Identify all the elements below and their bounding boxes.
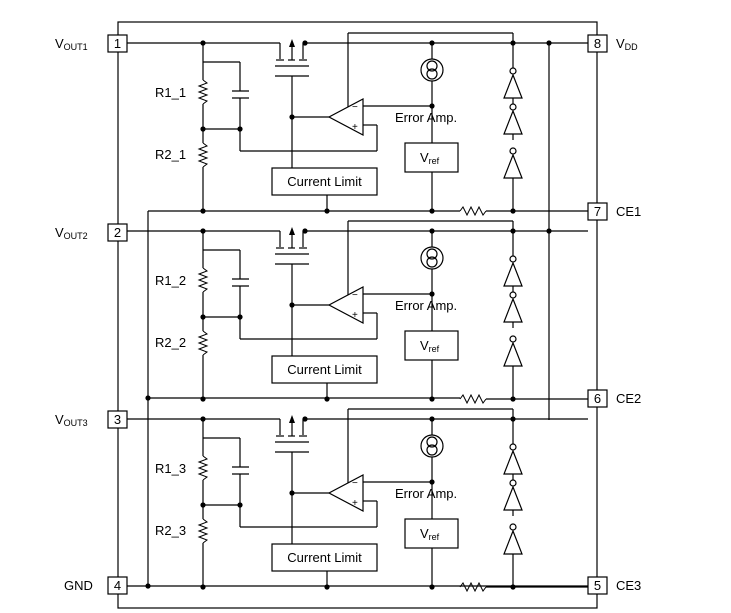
ch1-amp-plus: + [352,122,358,133]
ch2-vref-label: Vref [420,338,440,354]
pin-7-label: CE1 [616,204,641,219]
pin-8-label-main: V [616,36,625,51]
pin-7-number: 7 [594,204,601,219]
ch2-r2-label: R2_2 [155,335,186,350]
pin-5-label: CE3 [616,578,641,593]
pin-6-label: CE2 [616,391,641,406]
pin-1-number: 1 [114,36,121,51]
ch2-amp-minus: − [352,290,358,301]
ch1-vref-label: Vref [420,150,440,166]
pin-3-label: VOUT3 [55,412,88,428]
pin-4-label: GND [64,578,93,593]
ch3-r2-label: R2_3 [155,523,186,538]
pin-2-label: VOUT2 [55,225,88,241]
ch3-error-amp-label: Error Amp. [395,486,457,501]
ch2-current-limit-label: Current Limit [287,362,362,377]
ch1-current-limit-label: Current Limit [287,174,362,189]
pin-3-number: 3 [114,412,121,427]
ch2-error-amp-label: Error Amp. [395,298,457,313]
pin-1-label-main: V [55,36,64,51]
pin-2-box [107,223,128,242]
ch1-error-amp-label: Error Amp. [395,110,457,125]
ch3-r1-label: R1_3 [155,461,186,476]
pin-8-label-sub: DD [625,42,638,52]
ch2-r1-label: R1_2 [155,273,186,288]
pin-3-label-main: V [55,412,64,427]
pin-8-number: 8 [594,36,601,51]
pin-1-label: VOUT1 [55,36,88,52]
pin-4-number: 4 [114,578,121,593]
ch2-amp-plus: + [352,310,358,321]
pin-8-label: VDD [616,36,638,52]
pin-3-label-sub: OUT3 [64,418,88,428]
pin-1-label-sub: OUT1 [64,42,88,52]
pin-2-label-sub: OUT2 [64,231,88,241]
pin-6-number: 6 [594,391,601,406]
ch3-amp-minus: − [352,478,358,489]
pin-2-number: 2 [114,225,121,240]
ch1-r2-label: R2_1 [155,147,186,162]
ch3-current-limit-label: Current Limit [287,550,362,565]
pin-2-label-main: V [55,225,64,240]
ch3-amp-plus: + [352,498,358,509]
pin-5-number: 5 [594,578,601,593]
ic-outline [117,21,598,609]
ch3-vref-label: Vref [420,526,440,542]
ch1-r1-label: R1_1 [155,85,186,100]
ch1-amp-minus: − [352,102,358,113]
